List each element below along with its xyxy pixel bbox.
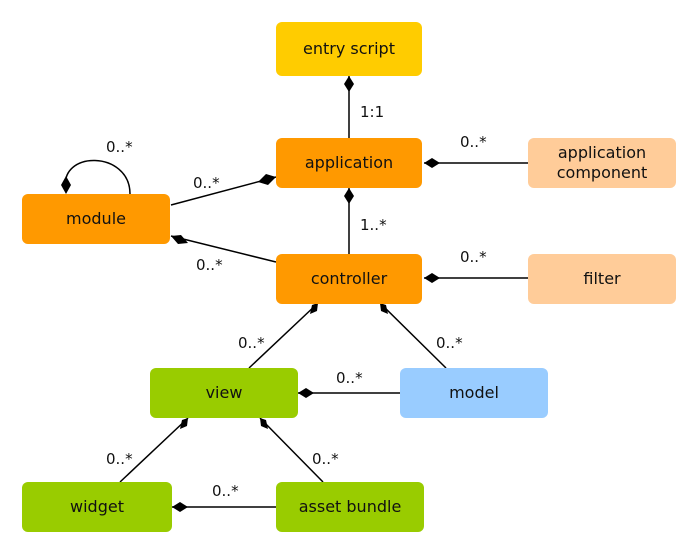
diamond-widget-right <box>172 502 188 512</box>
label-module-controller: 0..* <box>196 256 223 274</box>
node-label: controller <box>310 269 388 288</box>
label-module-self: 0..* <box>106 138 133 156</box>
node-controller: controller <box>276 254 422 304</box>
diamond-application-top <box>344 76 354 92</box>
node-widget: widget <box>22 482 172 532</box>
diamond-application-right <box>424 158 440 168</box>
label-application-component: 0..* <box>460 133 487 151</box>
aggregation-diamonds <box>61 76 440 512</box>
diamond-module-top <box>61 176 71 194</box>
diamond-view-bottom-right <box>260 418 268 429</box>
edge-view-widget <box>119 417 189 483</box>
label-view-asset-bundle: 0..* <box>312 450 339 468</box>
node-application: application <box>276 138 422 188</box>
label-controller-view: 0..* <box>238 334 265 352</box>
diamond-application-bottom <box>344 188 354 204</box>
node-label: application <box>304 153 394 172</box>
diamond-module-right <box>171 235 188 244</box>
label-widget-asset-bundle: 0..* <box>212 482 239 500</box>
edge-view-asset-bundle <box>259 417 324 483</box>
diamond-controller-bottom-right <box>380 303 388 314</box>
node-entry-script: entry script <box>276 22 422 76</box>
diamond-controller-right <box>424 273 440 283</box>
node-label: module <box>66 209 126 228</box>
node-label: view <box>205 383 243 402</box>
node-asset-bundle: asset bundle <box>276 482 424 532</box>
node-label: asset bundle <box>298 497 402 516</box>
label-view-widget: 0..* <box>106 450 133 468</box>
node-filter: filter <box>528 254 676 304</box>
label-controller-model: 0..* <box>436 334 463 352</box>
node-application-component: application component <box>528 138 676 188</box>
node-label: application component <box>556 143 648 182</box>
node-model: model <box>400 368 548 418</box>
node-label: model <box>449 383 499 402</box>
diamond-controller-bottom-left <box>310 303 318 314</box>
node-view: view <box>150 368 298 418</box>
edge-controller-view <box>248 302 319 369</box>
node-module: module <box>22 194 170 244</box>
label-view-model: 0..* <box>336 369 363 387</box>
label-application-controller: 1..* <box>360 216 387 234</box>
edge-module-self <box>64 159 131 195</box>
diamond-view-right <box>298 388 314 398</box>
node-label: entry script <box>303 39 395 58</box>
label-controller-filter: 0..* <box>460 248 487 266</box>
node-label: filter <box>583 269 621 288</box>
diamond-view-bottom-left <box>180 418 188 429</box>
label-application-module: 0..* <box>193 174 220 192</box>
edge-controller-model <box>379 302 447 369</box>
diamond-application-left <box>258 174 276 185</box>
edge-module-controller <box>170 235 277 263</box>
node-label: widget <box>70 497 124 516</box>
label-entry-application: 1:1 <box>360 103 385 121</box>
